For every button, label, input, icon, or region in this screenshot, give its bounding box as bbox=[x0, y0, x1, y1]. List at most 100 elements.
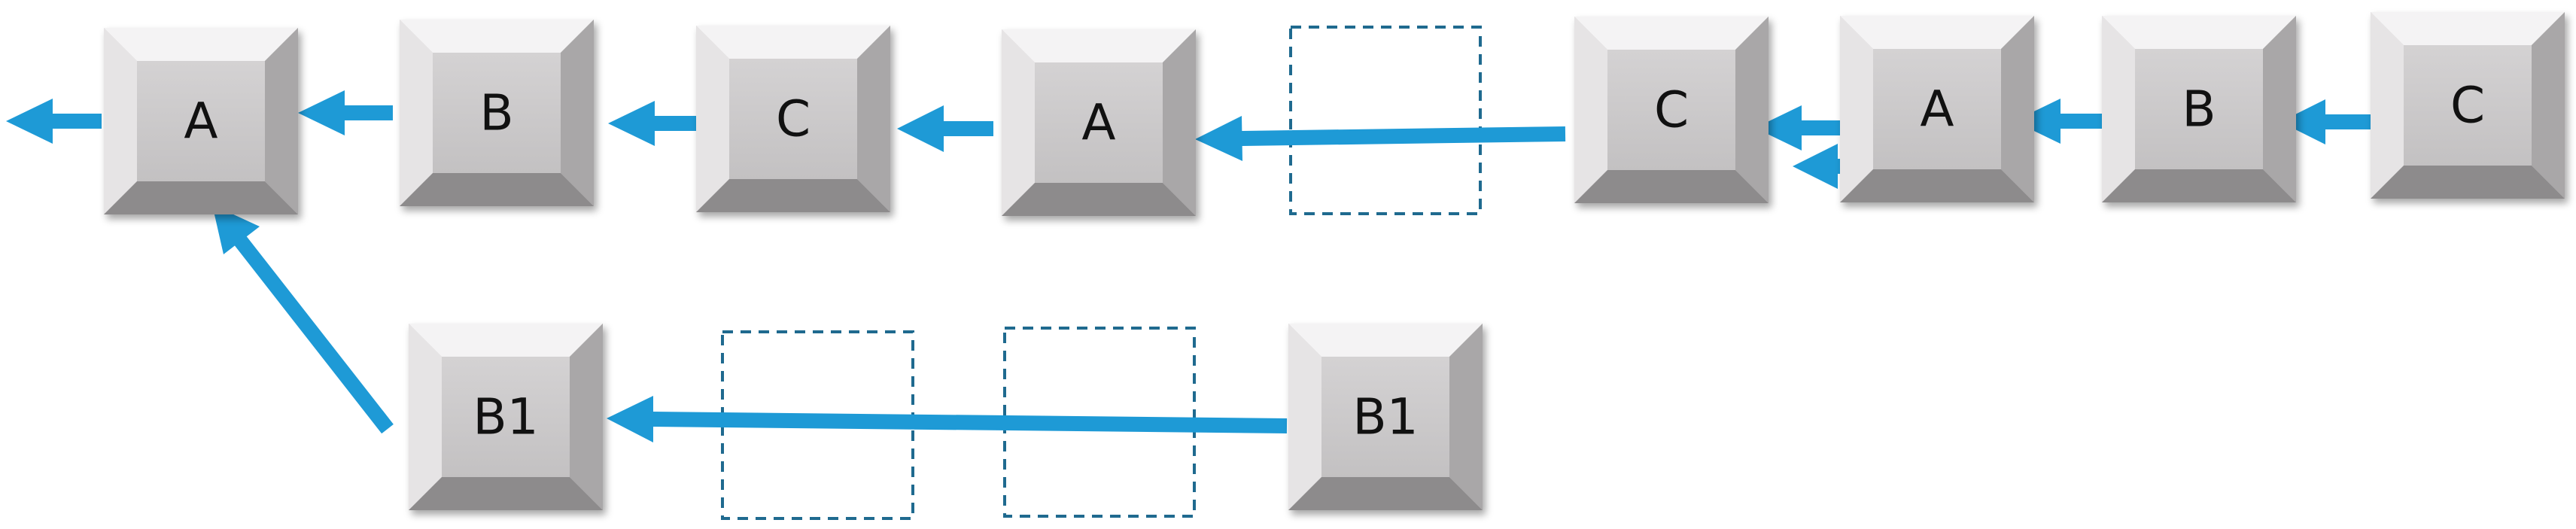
bevel-top bbox=[2102, 16, 2296, 49]
arrowhead bbox=[2280, 99, 2325, 144]
empty-slot-placeholder bbox=[1003, 327, 1196, 518]
bevel-right bbox=[1449, 324, 1483, 510]
bevel-right bbox=[1735, 17, 1769, 203]
node-block bbox=[1574, 17, 1769, 203]
bevel-left bbox=[696, 26, 729, 212]
list-node-b: B bbox=[2102, 16, 2296, 202]
bevel-bottom bbox=[1840, 169, 2034, 202]
node-face bbox=[729, 59, 857, 179]
list-node-a: A bbox=[1840, 16, 2034, 202]
list-node-b1: B1 bbox=[409, 324, 603, 510]
bevel-bottom bbox=[104, 181, 298, 214]
node-label: A bbox=[184, 93, 217, 150]
node-block bbox=[1840, 16, 2034, 202]
bevel-bottom bbox=[696, 179, 890, 212]
arrows-layer bbox=[6, 90, 2380, 442]
bevel-left bbox=[104, 28, 137, 214]
bevel-bottom bbox=[1288, 477, 1483, 510]
list-node-b: B bbox=[400, 20, 594, 206]
list-node-c: C bbox=[1574, 17, 1769, 203]
arrowhead bbox=[1195, 116, 1242, 161]
edge-arrow bbox=[1755, 105, 1850, 150]
node-block bbox=[104, 28, 298, 214]
edge-arrow bbox=[2280, 99, 2380, 144]
bevel-top bbox=[1840, 16, 2034, 49]
bevel-left bbox=[1002, 29, 1035, 216]
node-label: C bbox=[1654, 81, 1689, 139]
bevel-right bbox=[265, 28, 298, 214]
arrowhead bbox=[897, 105, 944, 152]
bevel-top bbox=[1002, 29, 1196, 62]
arrowhead bbox=[2014, 99, 2060, 144]
bevel-bottom bbox=[2102, 169, 2296, 202]
bevel-left bbox=[2102, 16, 2135, 202]
bevel-left bbox=[1840, 16, 1873, 202]
edge-arrow bbox=[607, 396, 1288, 442]
bevel-right bbox=[2001, 16, 2034, 202]
node-face bbox=[1321, 357, 1449, 477]
edge-arrow bbox=[2014, 99, 2110, 144]
empty-slot-placeholder bbox=[1289, 26, 1482, 215]
bevel-bottom bbox=[1002, 183, 1196, 216]
bevel-top bbox=[696, 26, 890, 59]
bevel-left bbox=[1288, 324, 1321, 510]
node-face bbox=[433, 53, 561, 173]
bevel-top bbox=[2371, 12, 2565, 45]
edge-arrow bbox=[298, 90, 393, 135]
nodes-layer: A B C A C A B C B1 B1 bbox=[104, 12, 2565, 510]
arrow-shaft bbox=[233, 234, 394, 434]
node-label: B1 bbox=[1352, 388, 1418, 446]
edge-arrow bbox=[212, 205, 394, 434]
bevel-right bbox=[857, 26, 890, 212]
bevel-left bbox=[400, 20, 433, 206]
node-block bbox=[1002, 29, 1196, 216]
arrowhead bbox=[608, 101, 655, 146]
node-label: A bbox=[1920, 81, 1954, 138]
bevel-bottom bbox=[1574, 170, 1769, 203]
bevel-right bbox=[561, 20, 594, 206]
node-face bbox=[1607, 50, 1735, 170]
bevel-top bbox=[409, 324, 603, 357]
arrowhead bbox=[1793, 144, 1838, 189]
node-label: A bbox=[1081, 94, 1115, 152]
node-label: B1 bbox=[473, 388, 538, 446]
edge-arrow bbox=[1195, 116, 1566, 161]
bevel-top bbox=[104, 28, 298, 61]
bevel-right bbox=[570, 324, 603, 510]
bevel-right bbox=[2263, 16, 2296, 202]
node-face bbox=[137, 61, 265, 181]
bevel-left bbox=[409, 324, 442, 510]
node-face bbox=[442, 357, 570, 477]
arrowhead bbox=[6, 99, 53, 144]
list-node-c: C bbox=[696, 26, 890, 212]
bevel-right bbox=[1163, 29, 1196, 216]
bevel-left bbox=[1574, 17, 1607, 203]
node-block bbox=[2371, 12, 2565, 199]
list-node-a: A bbox=[1002, 29, 1196, 216]
bevel-top bbox=[400, 20, 594, 53]
edge-arrow bbox=[608, 101, 698, 146]
node-face bbox=[1035, 62, 1163, 183]
bevel-right bbox=[2532, 12, 2565, 199]
bevel-bottom bbox=[409, 477, 603, 510]
bevel-left bbox=[2371, 12, 2404, 199]
arrowhead bbox=[1755, 105, 1802, 150]
edge-arrow bbox=[897, 105, 993, 152]
node-label: B bbox=[2182, 81, 2216, 138]
node-face bbox=[2404, 45, 2532, 166]
bevel-bottom bbox=[400, 173, 594, 206]
node-block bbox=[2102, 16, 2296, 202]
bevel-bottom bbox=[2371, 166, 2565, 199]
list-node-a: A bbox=[104, 28, 298, 214]
node-face bbox=[1873, 49, 2001, 169]
node-label: C bbox=[2450, 77, 2485, 135]
arrowhead bbox=[607, 396, 653, 442]
arrowhead bbox=[212, 205, 260, 254]
node-block bbox=[409, 324, 603, 510]
node-block bbox=[1288, 324, 1483, 510]
arrow-shaft bbox=[651, 412, 1288, 433]
bevel-top bbox=[1574, 17, 1769, 50]
bevel-top bbox=[1288, 324, 1483, 357]
arrow-shaft bbox=[1239, 126, 1566, 146]
